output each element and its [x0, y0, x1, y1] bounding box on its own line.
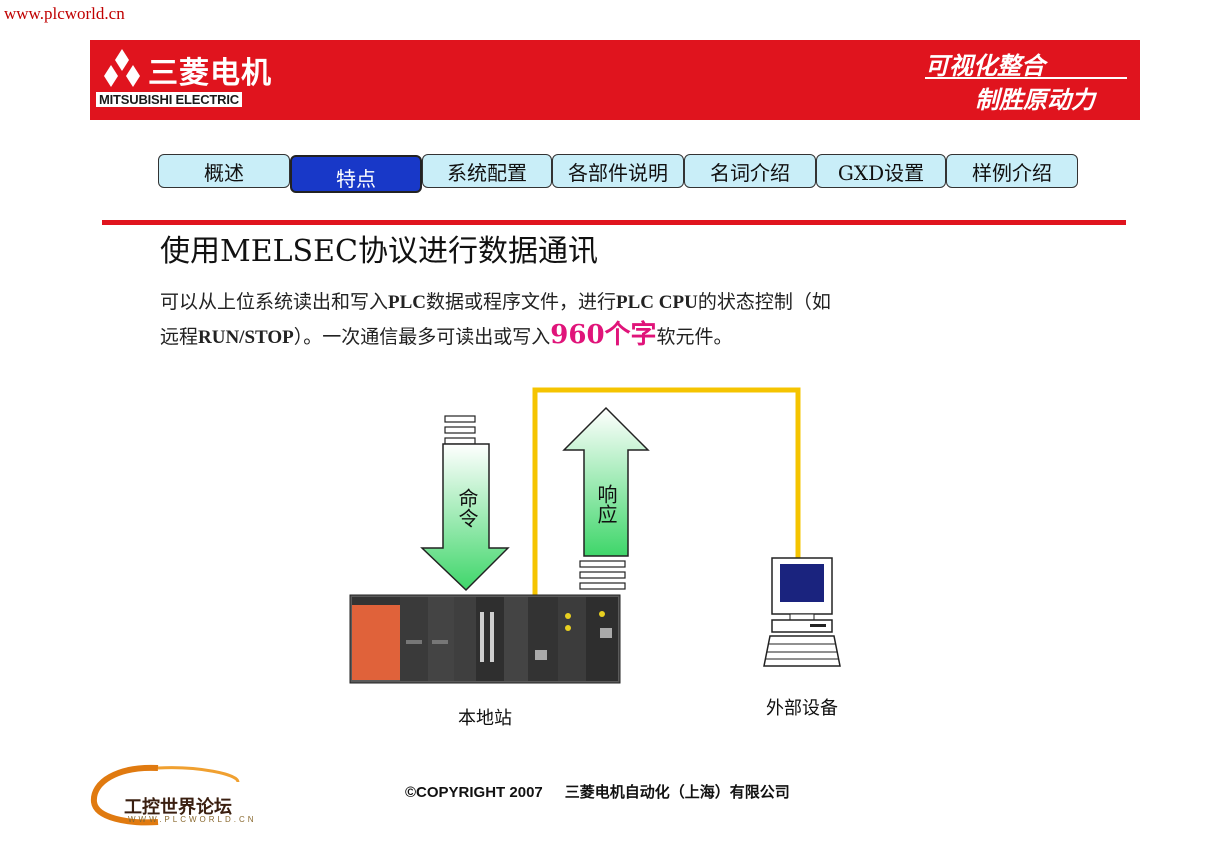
company-name: 三菱电机自动化（上海）有限公司	[564, 783, 790, 801]
command-packet	[444, 437, 476, 445]
tab-system-config[interactable]: 系统配置	[422, 154, 552, 188]
para-bold: RUN/STOP	[198, 327, 294, 348]
forum-name: 工控世界论坛	[124, 797, 232, 818]
plc-rack-icon	[349, 594, 621, 684]
slogan-divider	[925, 77, 1127, 79]
para-text: 软元件。	[656, 326, 733, 348]
para-bold: PLC	[388, 292, 427, 313]
computer-icon	[763, 557, 841, 667]
logo-chinese-name: 三菱电机	[148, 56, 272, 91]
command-packet	[444, 426, 476, 434]
response-arrow-icon	[562, 406, 650, 557]
tab-overview[interactable]: 概述	[158, 154, 290, 188]
command-arrow-icon	[420, 443, 510, 592]
para-bold: PLC CPU	[616, 292, 698, 313]
external-device-label: 外部设备	[766, 698, 838, 719]
site-url[interactable]: www.plcworld.cn	[4, 4, 125, 23]
mitsubishi-logo-icon	[104, 49, 140, 87]
tab-features[interactable]: 特点	[290, 155, 422, 193]
response-label: 响应	[594, 484, 618, 524]
para-text: ）。一次通信最多可读出或写入	[293, 326, 551, 348]
description-paragraph: 可以从上位系统读出和写入PLC数据或程序文件，进行PLC CPU的状态控制（如 …	[160, 286, 1060, 354]
logo-english-name: MITSUBISHI ELECTRIC	[96, 92, 242, 107]
tab-glossary[interactable]: 名词介绍	[684, 154, 816, 188]
page-title: 使用MELSEC协议进行数据通讯	[160, 234, 598, 269]
response-packet	[579, 582, 626, 590]
network-cable	[532, 387, 801, 602]
response-packet	[579, 571, 626, 579]
para-highlight: 960个字	[550, 320, 657, 350]
forum-logo-icon	[90, 764, 240, 826]
command-packet	[444, 415, 476, 423]
slogan-line1: 可视化整合	[925, 52, 1045, 80]
copyright-text: ©COPYRIGHT 2007	[405, 784, 543, 801]
tab-gxd-settings[interactable]: GXD设置	[816, 154, 946, 188]
response-packet	[579, 560, 626, 568]
communication-diagram	[349, 387, 841, 684]
local-station-label: 本地站	[458, 708, 512, 729]
header-banner	[90, 40, 1140, 120]
section-divider	[102, 220, 1126, 225]
tab-samples[interactable]: 样例介绍	[946, 154, 1078, 188]
copyright-footer: ©COPYRIGHT 2007 三菱电机自动化（上海）有限公司	[405, 781, 790, 802]
command-label: 命令	[455, 488, 479, 528]
para-text: 可以从上位系统读出和写入	[160, 291, 389, 313]
forum-url: WWW.PLCWORLD.CN	[128, 815, 257, 824]
slogan-line2: 制胜原动力	[975, 86, 1095, 114]
para-text: 的状态控制（如	[697, 291, 831, 313]
para-text: 远程	[160, 326, 199, 348]
tab-components[interactable]: 各部件说明	[552, 154, 684, 188]
para-text: 数据或程序文件，进行	[426, 291, 617, 313]
